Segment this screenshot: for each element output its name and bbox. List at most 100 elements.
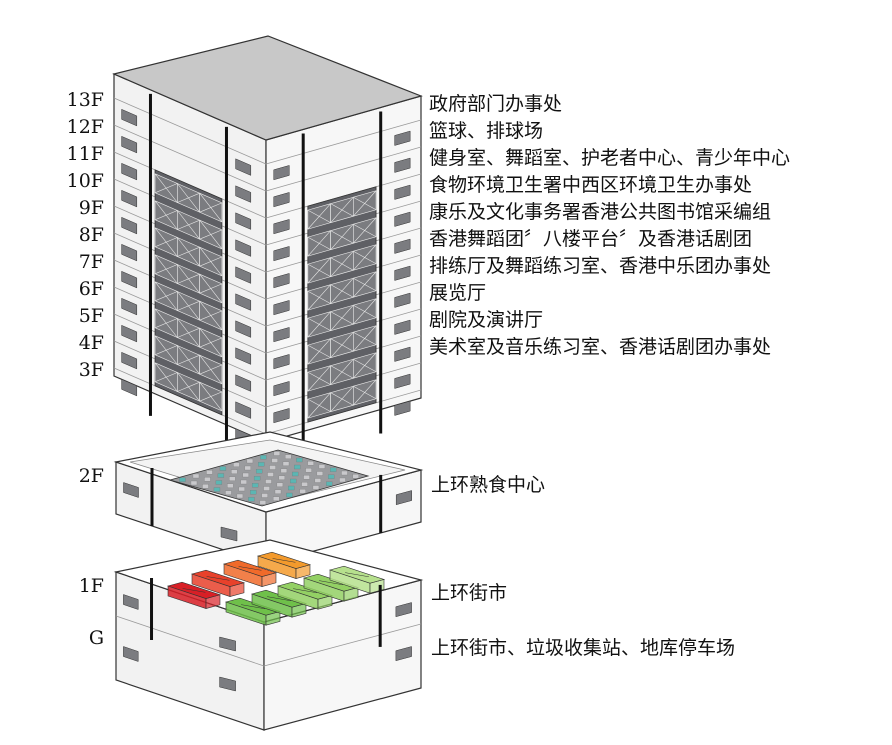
brace-diagonal [177,381,200,392]
brace-diagonal [307,203,331,230]
brace-diagonal [177,192,200,203]
market-block-orange-slot [272,558,296,563]
hawker-stall [267,472,274,477]
hawker-stall [258,462,265,467]
floor-label-12f: 12F [66,116,104,138]
hawker-stall [259,500,267,505]
brace-diagonal [330,386,354,412]
hawker-stall [261,493,268,498]
hawker-stall [233,462,240,467]
brace-diagonal [307,338,331,365]
floor-label-5f: 5F [78,305,104,327]
window-right-b [394,238,411,254]
window-right-b [394,211,411,227]
floor-use-6f: 展览厅 [429,282,487,304]
tower-block [112,35,423,456]
window-left-b [235,266,252,284]
window-left-a [121,243,138,262]
brace-diagonal [177,219,200,230]
hawker-stall [227,483,234,488]
hawker-stall [269,465,276,470]
hawker-stall [251,483,259,488]
floor-label-2f: 2F [78,465,104,487]
floor-use-2f: 上环熟食中心 [431,474,546,496]
podium2-window [220,526,238,542]
window-right-b [394,130,411,146]
podium1-window [219,676,236,692]
floor-use-9f: 康乐及文化事务署香港公共图书馆采编组 [429,201,772,223]
window-left-a [121,270,138,289]
brace-diagonal [199,229,223,240]
hawker-stall [328,474,335,479]
hawker-stall [296,457,303,463]
window-left-a [121,297,138,316]
window-right-a [273,273,290,289]
hawker-stall [284,454,292,459]
window-left-b [235,185,252,203]
floor-use-8f: 香港舞蹈团〞八楼平台〞及香港话剧团 [429,228,753,250]
window-right-a [273,165,290,181]
brace-diagonal [353,325,377,352]
podium-2f [113,431,424,565]
window-right-b [394,346,411,362]
brace-diagonal [330,224,354,250]
window-right-a [273,219,290,235]
market-block-green-slot [345,572,369,578]
hawker-stall [253,476,261,481]
hawker-stall [286,492,293,498]
brace-diagonal [154,345,178,356]
floor-use-10f: 食物环境卫生署中西区环境卫生办事处 [429,174,753,196]
window-left-a [121,351,138,370]
floor-use-7f: 排练厅及舞蹈练习室、香港中乐团办事处 [429,255,772,277]
floor-label-13f: 13F [66,89,104,111]
hawker-stall [246,458,254,464]
podium1-window [395,602,412,618]
brace-diagonal [330,332,354,358]
tower-roof [112,35,423,141]
hawker-stall [225,490,232,495]
floor-label-9f: 9F [78,197,104,219]
window-left-b [235,158,252,176]
brace-diagonal [154,183,178,194]
window-right-a [273,246,290,262]
floor-use-11f: 健身室、舞蹈室、护老者中心、青少年中心 [429,147,791,169]
brace-diagonal [199,337,223,348]
brace-diagonal [353,271,377,298]
hawker-stall [219,466,227,471]
hawker-stall [352,474,359,479]
floor-label-3f: 3F [78,359,104,381]
hawker-stall [282,461,290,466]
hawker-stall [213,487,221,492]
floor-use-g: 上环街市、垃圾收集站、地库停车场 [431,637,736,659]
window-right-b [394,157,411,173]
hawker-stall [260,455,267,460]
hawker-stall [265,479,272,484]
floor-use-13f: 政府部门办事处 [429,93,563,115]
brace-diagonal [199,202,223,213]
floor-line-right [265,119,422,165]
window-left-b [235,347,252,365]
brace-diagonal [330,359,354,385]
window-right-a [273,381,290,397]
podium1-window [123,646,139,662]
podium-1f-g [113,539,424,731]
floor-line-left [113,124,267,192]
market-block-green-slot [267,596,291,602]
floor-label-10f: 10F [66,170,104,192]
hawker-stall [305,468,312,473]
window-left-a [121,108,138,127]
window-left-b [235,320,252,338]
window-right-b [394,400,411,416]
brace-diagonal [330,305,354,331]
podium1-window [123,594,139,610]
window-right-b [394,319,411,335]
hawker-stall [276,482,284,487]
hawker-stall [179,477,186,482]
hawker-stall [318,464,326,469]
brace-diagonal [353,379,377,406]
brace-diagonal [353,352,377,379]
hawker-stall [231,469,238,474]
hawker-stall [242,472,249,478]
